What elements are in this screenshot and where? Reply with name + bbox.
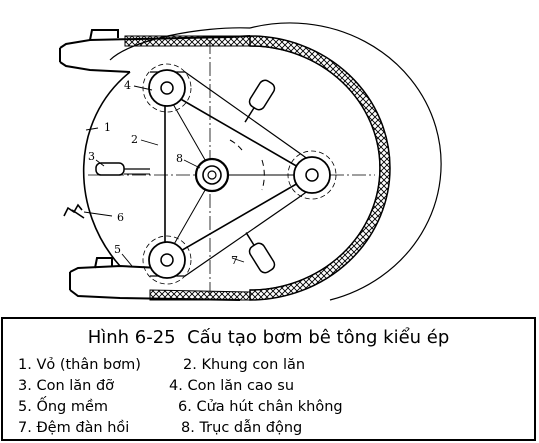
casing-right-edge (249, 22, 442, 301)
callout-6: 6 (117, 211, 124, 224)
support-roller-lower (245, 232, 276, 274)
callout-4: 4 (124, 79, 131, 92)
figure-caption-title: Hình 6-25 Cấu tạo bơm bê tông kiểu ép (87, 327, 450, 348)
rubber-roller-right (287, 150, 337, 200)
rubber-roller-top (142, 63, 192, 113)
legend-item-2: 2. Khung con lăn (183, 357, 306, 373)
pump-casing (82, 71, 131, 267)
callout-3: 3 (88, 150, 95, 163)
callout-8: 8 (176, 152, 183, 165)
rubber-roller-bottom (142, 235, 192, 285)
callout-2: 2 (131, 133, 138, 146)
legend-item-6: 6. Cửa hút chân không (178, 399, 343, 415)
drive-shaft (194, 157, 230, 193)
callout-1: 1 (104, 121, 111, 134)
legend-item-5: 5. Ống mềm (18, 399, 109, 415)
hose-top-hatch (124, 35, 251, 47)
support-roller-upper (244, 79, 276, 123)
caption-box: Hình 6-25 Cấu tạo bơm bê tông kiểu ép 1.… (1, 317, 536, 441)
legend-item-7: 7. Đệm đàn hồi (18, 420, 130, 436)
callout-leaders (83, 85, 245, 267)
legend-item-4: 4. Con lăn cao su (169, 378, 295, 394)
callout-5: 5 (114, 243, 121, 256)
rotation-marks (229, 139, 265, 191)
hose-hatch-bottom (149, 289, 251, 301)
pump-diagram: 1 2 3 4 5 6 7 8 (59, 22, 442, 301)
legend-item-1: 1. Vỏ (thân bơm) (18, 357, 141, 373)
pump-casing-top (109, 27, 251, 61)
legend-item-8: 8. Trục dẫn động (181, 420, 303, 436)
vacuum-port (63, 203, 85, 219)
elastic-pad (249, 45, 381, 291)
support-roller-left (95, 162, 150, 176)
callout-7: 7 (231, 254, 238, 267)
roller-frame (164, 88, 314, 262)
legend-item-3: 3. Con lăn đỡ (18, 378, 115, 394)
